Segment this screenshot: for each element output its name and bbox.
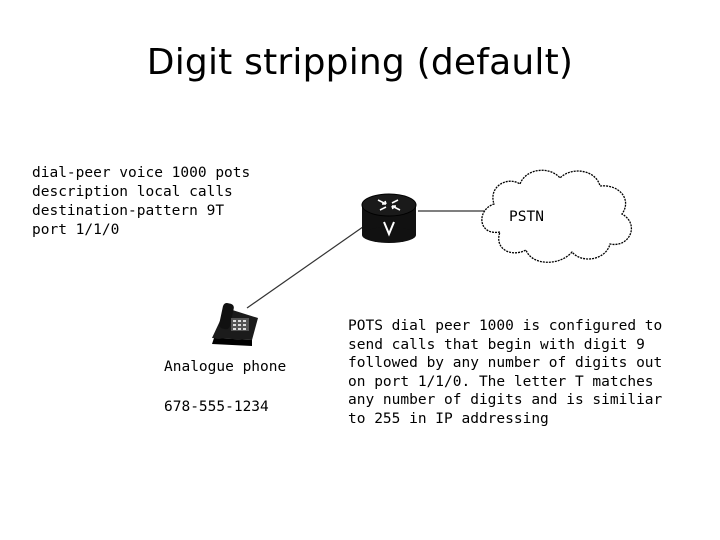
note-line: any number of digits and is similiar	[348, 391, 662, 410]
analog-phone-icon	[212, 302, 258, 346]
note-line: send calls that begin with digit 9	[348, 336, 662, 355]
note-line: POTS dial peer 1000 is configured to	[348, 317, 662, 336]
pstn-label: PSTN	[509, 209, 544, 225]
pstn-cloud-icon	[482, 170, 632, 262]
phone-number: 678-555-1234	[164, 398, 269, 417]
note-line: to 255 in IP addressing	[348, 410, 662, 429]
config-line: description local calls	[32, 183, 250, 202]
note-line: on port 1/1/0. The letter T matches	[348, 373, 662, 392]
config-line: destination-pattern 9T	[32, 202, 250, 221]
voice-router-icon	[362, 194, 416, 243]
config-line: dial-peer voice 1000 pots	[32, 164, 250, 183]
phone-label: Analogue phone	[164, 358, 286, 377]
note-line: followed by any number of digits out	[348, 354, 662, 373]
config-line: port 1/1/0	[32, 221, 250, 240]
phone-to-router-link	[247, 222, 370, 308]
